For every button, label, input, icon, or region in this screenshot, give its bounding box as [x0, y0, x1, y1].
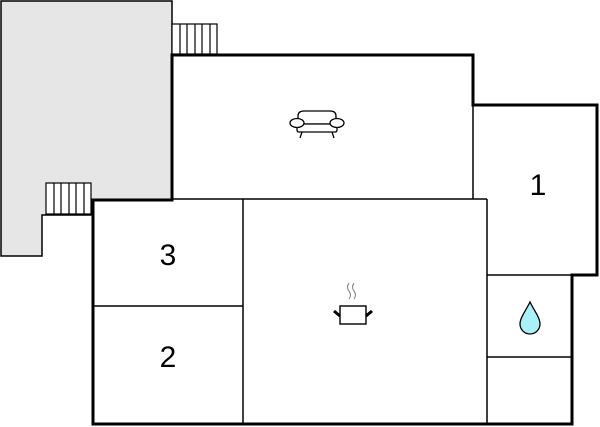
stairs-left — [45, 182, 92, 215]
room-label-2: 2 — [159, 341, 177, 374]
room-label-3: 3 — [159, 239, 177, 272]
water-drop-icon — [519, 300, 541, 335]
interior-walls — [93, 105, 597, 424]
room-label-1: 1 — [529, 169, 547, 202]
sofa-icon — [289, 110, 345, 139]
stairs-top — [171, 23, 218, 55]
cooking-pot-icon — [333, 282, 373, 325]
